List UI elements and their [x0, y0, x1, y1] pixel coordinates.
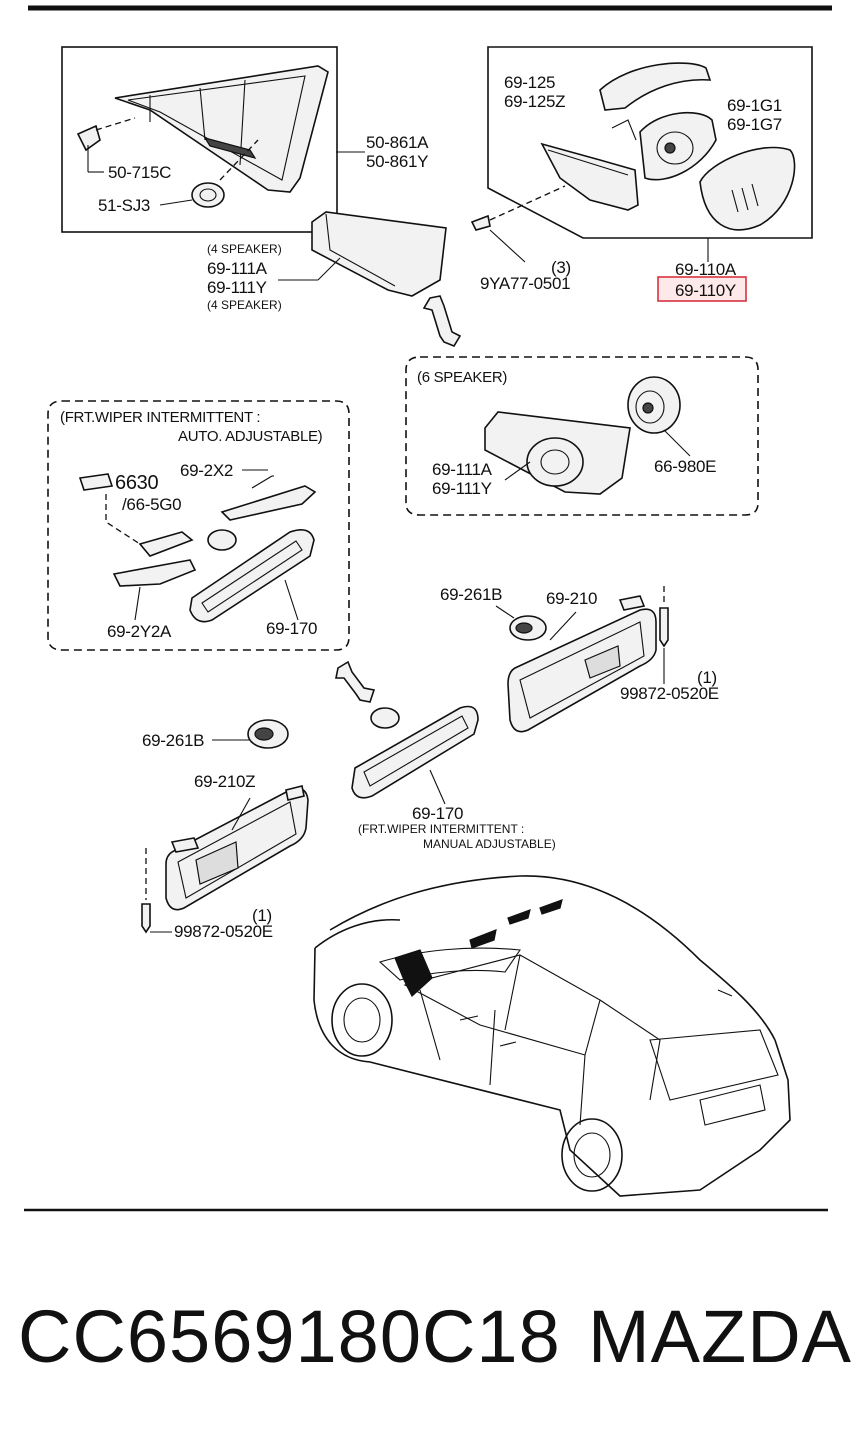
label-69-125: 69-125	[504, 73, 555, 92]
manual-mirror-group: 69-170 (FRT.WIPER INTERMITTENT : MANUAL …	[351, 705, 556, 851]
label-4-speaker-bottom: (4 SPEAKER)	[207, 298, 282, 312]
garnish-4-speaker-group: (4 SPEAKER) 69-111A 69-111Y (4 SPEAKER)	[207, 211, 447, 312]
label-69-2y2a: 69-2Y2A	[107, 622, 172, 641]
label-qty-3: (3)	[551, 258, 571, 277]
label-50-861y: 50-861Y	[366, 152, 428, 171]
sun-visor-right	[507, 608, 657, 733]
label-69-110a: 69-110A	[675, 260, 737, 279]
door-mirror-box	[487, 46, 813, 239]
mirror-glass	[699, 146, 796, 231]
quarter-window-group: 50-861A 50-861Y 50-715C 51-SJ3	[61, 46, 429, 233]
rear-wheel	[561, 1118, 623, 1192]
label-66-5g0: /66-5G0	[122, 495, 181, 514]
auto-mirror-box	[47, 400, 350, 651]
inner-garnish-4-speaker	[311, 211, 447, 297]
inner-mirror-manual	[351, 705, 479, 799]
mirror-actuator	[639, 111, 717, 181]
part-number: CC6569180C18	[18, 1295, 561, 1378]
cover-69-2x2	[220, 485, 317, 521]
label-69-125z: 69-125Z	[504, 92, 565, 111]
auto-mirror-group: (FRT.WIPER INTERMITTENT : AUTO. ADJUSTAB…	[47, 400, 350, 651]
label-4-speaker-top: (4 SPEAKER)	[207, 242, 282, 256]
quarter-window-glass	[114, 65, 329, 193]
switch-module	[138, 531, 194, 557]
label-69-110y: 69-110Y	[675, 281, 736, 300]
mirror-cap	[599, 62, 712, 111]
label-69-1g7: 69-1G7	[727, 115, 782, 134]
label-69-111y-6: 69-111Y	[432, 479, 492, 498]
mirror-mount-manual	[370, 707, 400, 729]
front-wheel	[331, 983, 393, 1057]
label-69-111a: 69-111A	[207, 259, 268, 278]
grommet-51-sj3	[191, 182, 225, 208]
label-qty-1-r: (1)	[697, 668, 717, 687]
screw-r	[659, 607, 669, 648]
label-51-sj3: 51-SJ3	[98, 196, 150, 215]
label-manual-line2: MANUAL ADJUSTABLE)	[423, 837, 556, 851]
reference-hand-icon	[78, 473, 114, 491]
clip-50-715c	[76, 124, 101, 152]
speaker-6-group: (6 SPEAKER) 69-111A 69-111Y 66-980E	[405, 356, 759, 516]
label-qty-1-l: (1)	[252, 906, 272, 925]
door-mirror-group: 69-125 69-125Z 69-1G1 69-1G7 69-110A 69-…	[470, 46, 813, 302]
label-69-261b-r: 69-261B	[440, 585, 502, 604]
label-9ya77-0501: 9YA77-0501	[480, 274, 570, 293]
sun-visor-left-group: 69-261B 69-210Z (1) 99872-0520E	[141, 719, 309, 941]
label-6-speaker: (6 SPEAKER)	[417, 369, 507, 386]
base-69-2y2a	[112, 559, 197, 587]
label-69-261b-l: 69-261B	[142, 731, 204, 750]
label-auto-line1: (FRT.WIPER INTERMITTENT :	[60, 409, 260, 426]
label-69-1g1: 69-1G1	[727, 96, 782, 115]
double-arrow-icon-2	[335, 660, 376, 703]
label-69-170-manual: 69-170	[412, 804, 463, 823]
screw-l	[141, 903, 151, 934]
highlight-box-69-110y	[657, 276, 747, 302]
double-arrow-icon	[422, 295, 462, 347]
label-69-2x2: 69-2X2	[180, 461, 233, 480]
mirror-housing	[540, 142, 639, 211]
brand-name: MAZDA	[588, 1295, 852, 1378]
label-99872-l: 99872-0520E	[174, 922, 273, 941]
label-69-170-auto: 69-170	[266, 619, 317, 638]
quarter-window-box	[61, 46, 338, 233]
sun-visor-right-group: 69-261B 69-210 (1) 99872-0520E	[440, 585, 719, 733]
inner-mirror-auto	[189, 529, 315, 623]
label-auto-line2: AUTO. ADJUSTABLE)	[178, 428, 323, 445]
label-66-980e: 66-980E	[654, 457, 716, 476]
label-69-210z: 69-210Z	[194, 772, 255, 791]
label-99872-r: 99872-0520E	[620, 684, 719, 703]
label-50-715c: 50-715C	[108, 163, 171, 182]
mirror-mount-auto	[207, 529, 237, 551]
label-6630: 6630	[115, 472, 158, 494]
label-manual-line1: (FRT.WIPER INTERMITTENT :	[358, 822, 524, 836]
label-69-111y: 69-111Y	[207, 278, 267, 297]
label-50-861a: 50-861A	[366, 133, 429, 152]
label-69-111a-6: 69-111A	[432, 460, 493, 479]
label-69-210: 69-210	[546, 589, 597, 608]
speaker-6-box	[405, 356, 759, 516]
vehicle-illustration	[313, 875, 791, 1197]
